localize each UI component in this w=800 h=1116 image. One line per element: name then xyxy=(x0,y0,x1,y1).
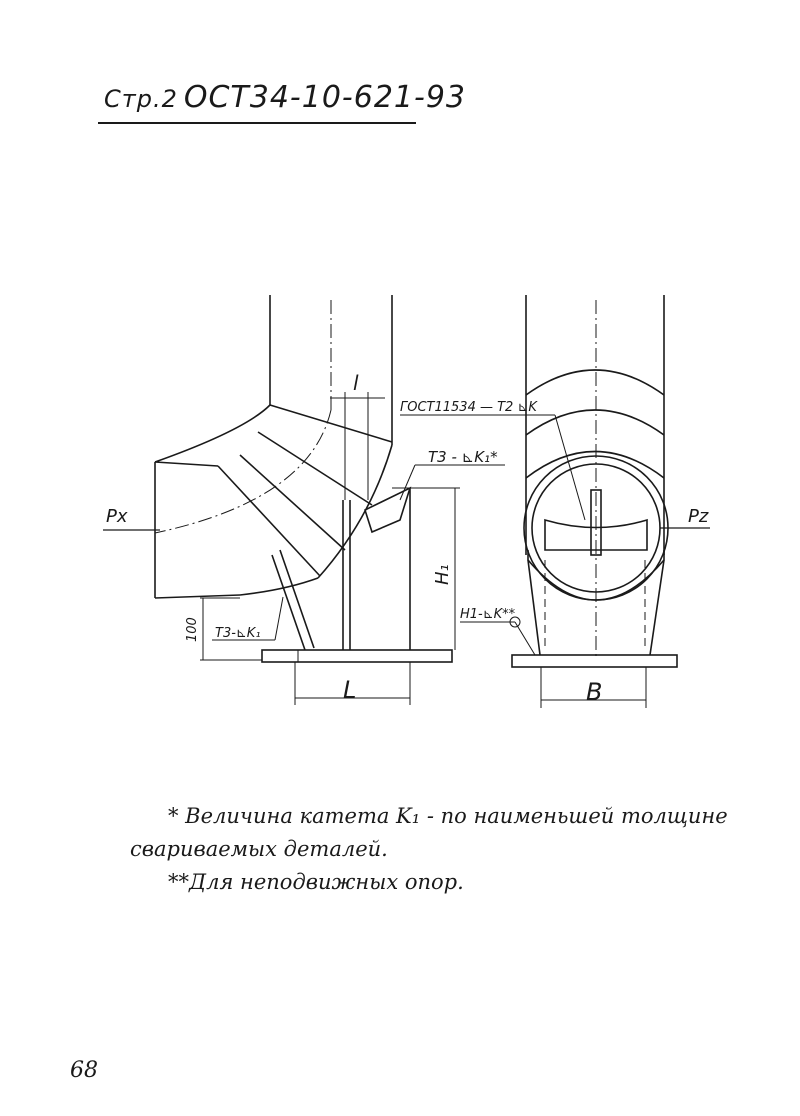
support-top-lug xyxy=(364,486,412,534)
elbow-centerline xyxy=(154,409,332,534)
label-pz: Pz xyxy=(688,506,709,527)
right-view xyxy=(400,295,710,708)
label-weld-t3-bottom: Т3-⊾K₁ xyxy=(215,626,261,641)
label-weld-t3-top: Т3 - ⊾K₁* xyxy=(428,448,498,466)
horizontal-pipe-top xyxy=(154,461,219,467)
support-right-leg xyxy=(649,559,665,656)
header-rule xyxy=(98,122,416,124)
label-px: Px xyxy=(106,506,128,527)
brace-inner xyxy=(279,549,315,649)
elbow-seg-3 xyxy=(239,454,346,551)
page-number: 68 xyxy=(70,1058,98,1083)
page-ref: Стр.2 xyxy=(104,85,178,113)
elbow-seg-1 xyxy=(269,404,393,443)
label-l: l xyxy=(353,371,359,395)
h1-weld-circle xyxy=(509,616,521,628)
label-H1: H₁ xyxy=(432,564,453,585)
saddle-top xyxy=(544,518,648,551)
notes: * Величина катета K₁ - по наименьшей тол… xyxy=(130,800,730,899)
horizontal-pipe-bottom xyxy=(154,594,241,599)
label-weld-h1: Н1-⊾K** xyxy=(460,607,516,622)
base-plate-right xyxy=(511,654,678,668)
support-left-leg xyxy=(527,559,541,656)
note-2: **Для неподвижных опор. xyxy=(168,870,464,894)
label-B: B xyxy=(586,678,602,706)
right-arc-1 xyxy=(525,369,665,396)
note-1-line-2: свариваемых деталей. xyxy=(130,837,388,861)
label-weld-gost: ГОСТ11534 — Т2 ⊾K xyxy=(400,400,538,415)
saddle-cradle xyxy=(527,550,665,601)
base-plate-left xyxy=(261,649,453,663)
elbow-inner xyxy=(317,444,393,579)
brace-outer xyxy=(271,554,306,651)
label-dim-100: 100 xyxy=(185,617,200,642)
horizontal-pipe-lower-arc xyxy=(239,577,319,596)
leader-t3-bottom xyxy=(274,596,284,641)
elbow-seg-4 xyxy=(217,465,321,577)
note-1-line-1: * Величина катета K₁ - по наименьшей тол… xyxy=(168,804,728,828)
right-arc-3 xyxy=(525,450,665,479)
leader-gost xyxy=(554,414,586,521)
standard-code: ОСТ34-10-621-93 xyxy=(183,80,467,115)
label-L: L xyxy=(343,676,356,704)
elbow-outer xyxy=(154,404,271,463)
leader-h1 xyxy=(514,621,536,656)
left-view xyxy=(103,295,505,705)
leader-t3-top xyxy=(399,464,416,501)
right-arc-2 xyxy=(525,409,665,436)
elbow-seg-2 xyxy=(257,431,373,506)
rib-plate xyxy=(590,489,602,556)
